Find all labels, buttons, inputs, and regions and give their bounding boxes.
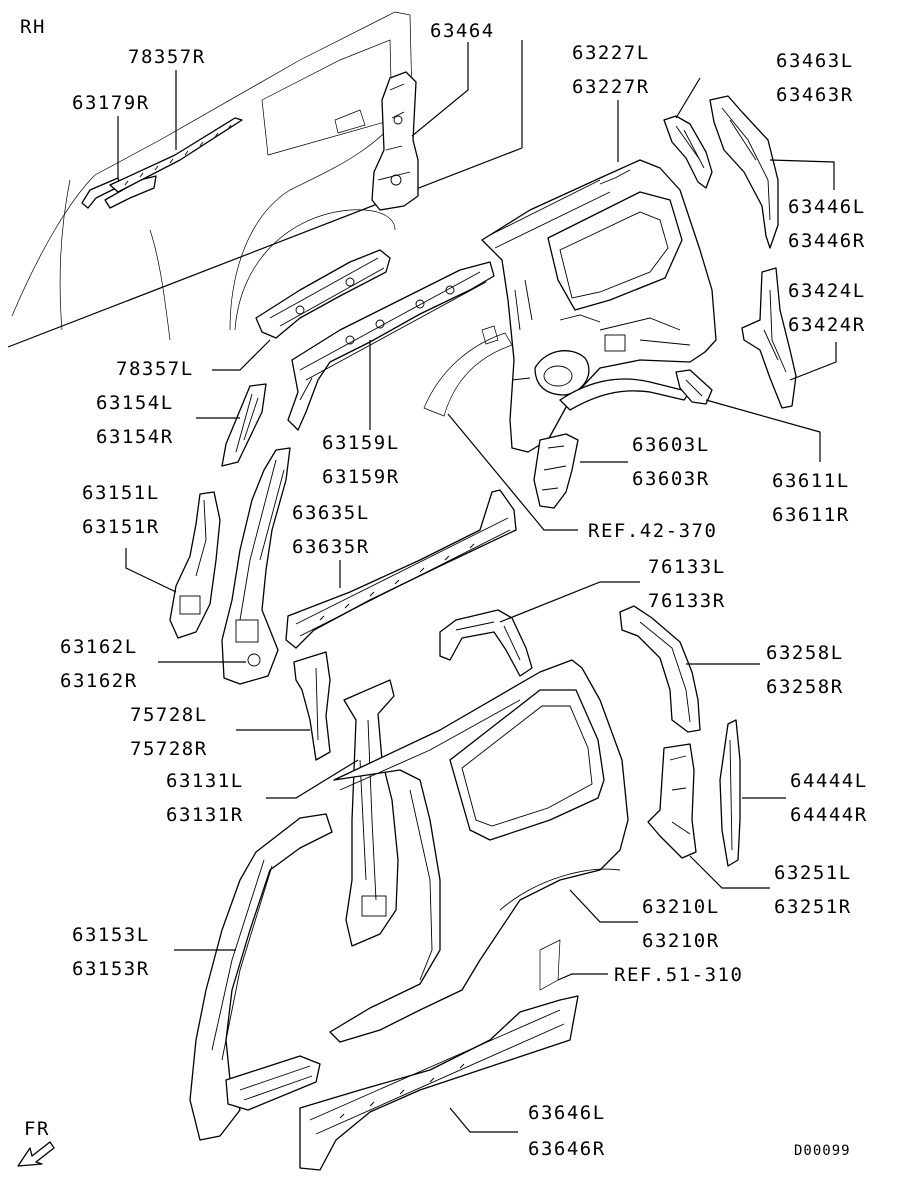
part-63251-drawing — [647, 743, 697, 859]
part-63258-drawing — [619, 605, 701, 733]
direction-label: FR — [24, 1118, 50, 1140]
label-63635L: 63635L — [292, 502, 370, 524]
label-75728L: 75728L — [130, 704, 208, 726]
part-63446-drawing — [709, 95, 779, 249]
label-63646L: 63646L — [528, 1102, 606, 1124]
label-63251L: 63251L — [774, 862, 852, 884]
part-63463-drawing — [663, 115, 713, 189]
part-63159-drawing — [287, 261, 495, 431]
part-63154-drawing — [221, 383, 267, 467]
part-75728-drawing — [293, 651, 331, 761]
part-76133-drawing — [439, 609, 533, 677]
label-63251R: 63251R — [774, 896, 852, 918]
label-63611R: 63611R — [772, 504, 850, 526]
label-63151L: 63151L — [82, 482, 160, 504]
part-63611-drawing — [675, 369, 713, 405]
label-76133L: 76133L — [648, 556, 726, 578]
label-63611L: 63611L — [772, 470, 850, 492]
part-63151-drawing — [169, 491, 221, 639]
label-64444L: 64444L — [790, 770, 868, 792]
label-63162L: 63162L — [60, 636, 138, 658]
part-63646-drawing — [299, 995, 579, 1171]
label-63635R: 63635R — [292, 536, 370, 558]
label-78357L: 78357L — [116, 358, 194, 380]
part-78357R-drawing — [109, 117, 243, 193]
fr-arrow-icon — [17, 1141, 55, 1167]
label-63227L: 63227L — [572, 42, 650, 64]
part-63153-drawing — [189, 813, 333, 1141]
label-63154L: 63154L — [96, 392, 174, 414]
part-63424-drawing — [741, 267, 797, 409]
part-63227-drawing — [481, 159, 717, 453]
label-63603L: 63603L — [632, 434, 710, 456]
label-64444R: 64444R — [790, 804, 868, 826]
label-63131R: 63131R — [166, 804, 244, 826]
ref-51-310-drawing — [539, 939, 561, 991]
label-63446L: 63446L — [788, 196, 866, 218]
label-ref-42-370: REF.42-370 — [588, 520, 718, 542]
part-63162-drawing — [221, 447, 291, 685]
label-63463R: 63463R — [776, 84, 854, 106]
label-63153R: 63153R — [72, 958, 150, 980]
label-63179R: 63179R — [72, 92, 150, 114]
label-63603R: 63603R — [632, 468, 710, 490]
label-76133R: 76133R — [648, 590, 726, 612]
label-63210R: 63210R — [642, 930, 720, 952]
label-63227R: 63227R — [572, 76, 650, 98]
part-63464-drawing — [371, 71, 419, 211]
label-63153L: 63153L — [72, 924, 150, 946]
label-63154R: 63154R — [96, 426, 174, 448]
label-63464: 63464 — [430, 20, 495, 42]
label-63463L: 63463L — [776, 50, 854, 72]
label-63210L: 63210L — [642, 896, 720, 918]
label-63646R: 63646R — [528, 1138, 606, 1160]
label-ref-51-310: REF.51-310 — [614, 964, 744, 986]
label-63446R: 63446R — [788, 230, 866, 252]
label-63131L: 63131L — [166, 770, 244, 792]
label-63258L: 63258L — [766, 642, 844, 664]
side-label: RH — [20, 16, 46, 38]
label-63162R: 63162R — [60, 670, 138, 692]
label-63151R: 63151R — [82, 516, 160, 538]
label-75728R: 75728R — [130, 738, 208, 760]
leader-lines — [117, 42, 837, 1133]
diagram-code: D00099 — [794, 1143, 851, 1159]
part-63603-drawing — [533, 433, 579, 509]
label-63159L: 63159L — [322, 432, 400, 454]
label-63424L: 63424L — [788, 280, 866, 302]
part-63131-drawing — [343, 679, 399, 947]
label-63159R: 63159R — [322, 466, 400, 488]
label-78357R: 78357R — [128, 46, 206, 68]
part-64444-drawing — [719, 719, 741, 867]
part-78357L-drawing — [255, 249, 391, 339]
label-63424R: 63424R — [788, 314, 866, 336]
ref-42-370-drawing — [423, 325, 513, 417]
label-63258R: 63258R — [766, 676, 844, 698]
part-63210-drawing — [329, 659, 629, 1043]
part-63635-drawing — [285, 489, 517, 649]
